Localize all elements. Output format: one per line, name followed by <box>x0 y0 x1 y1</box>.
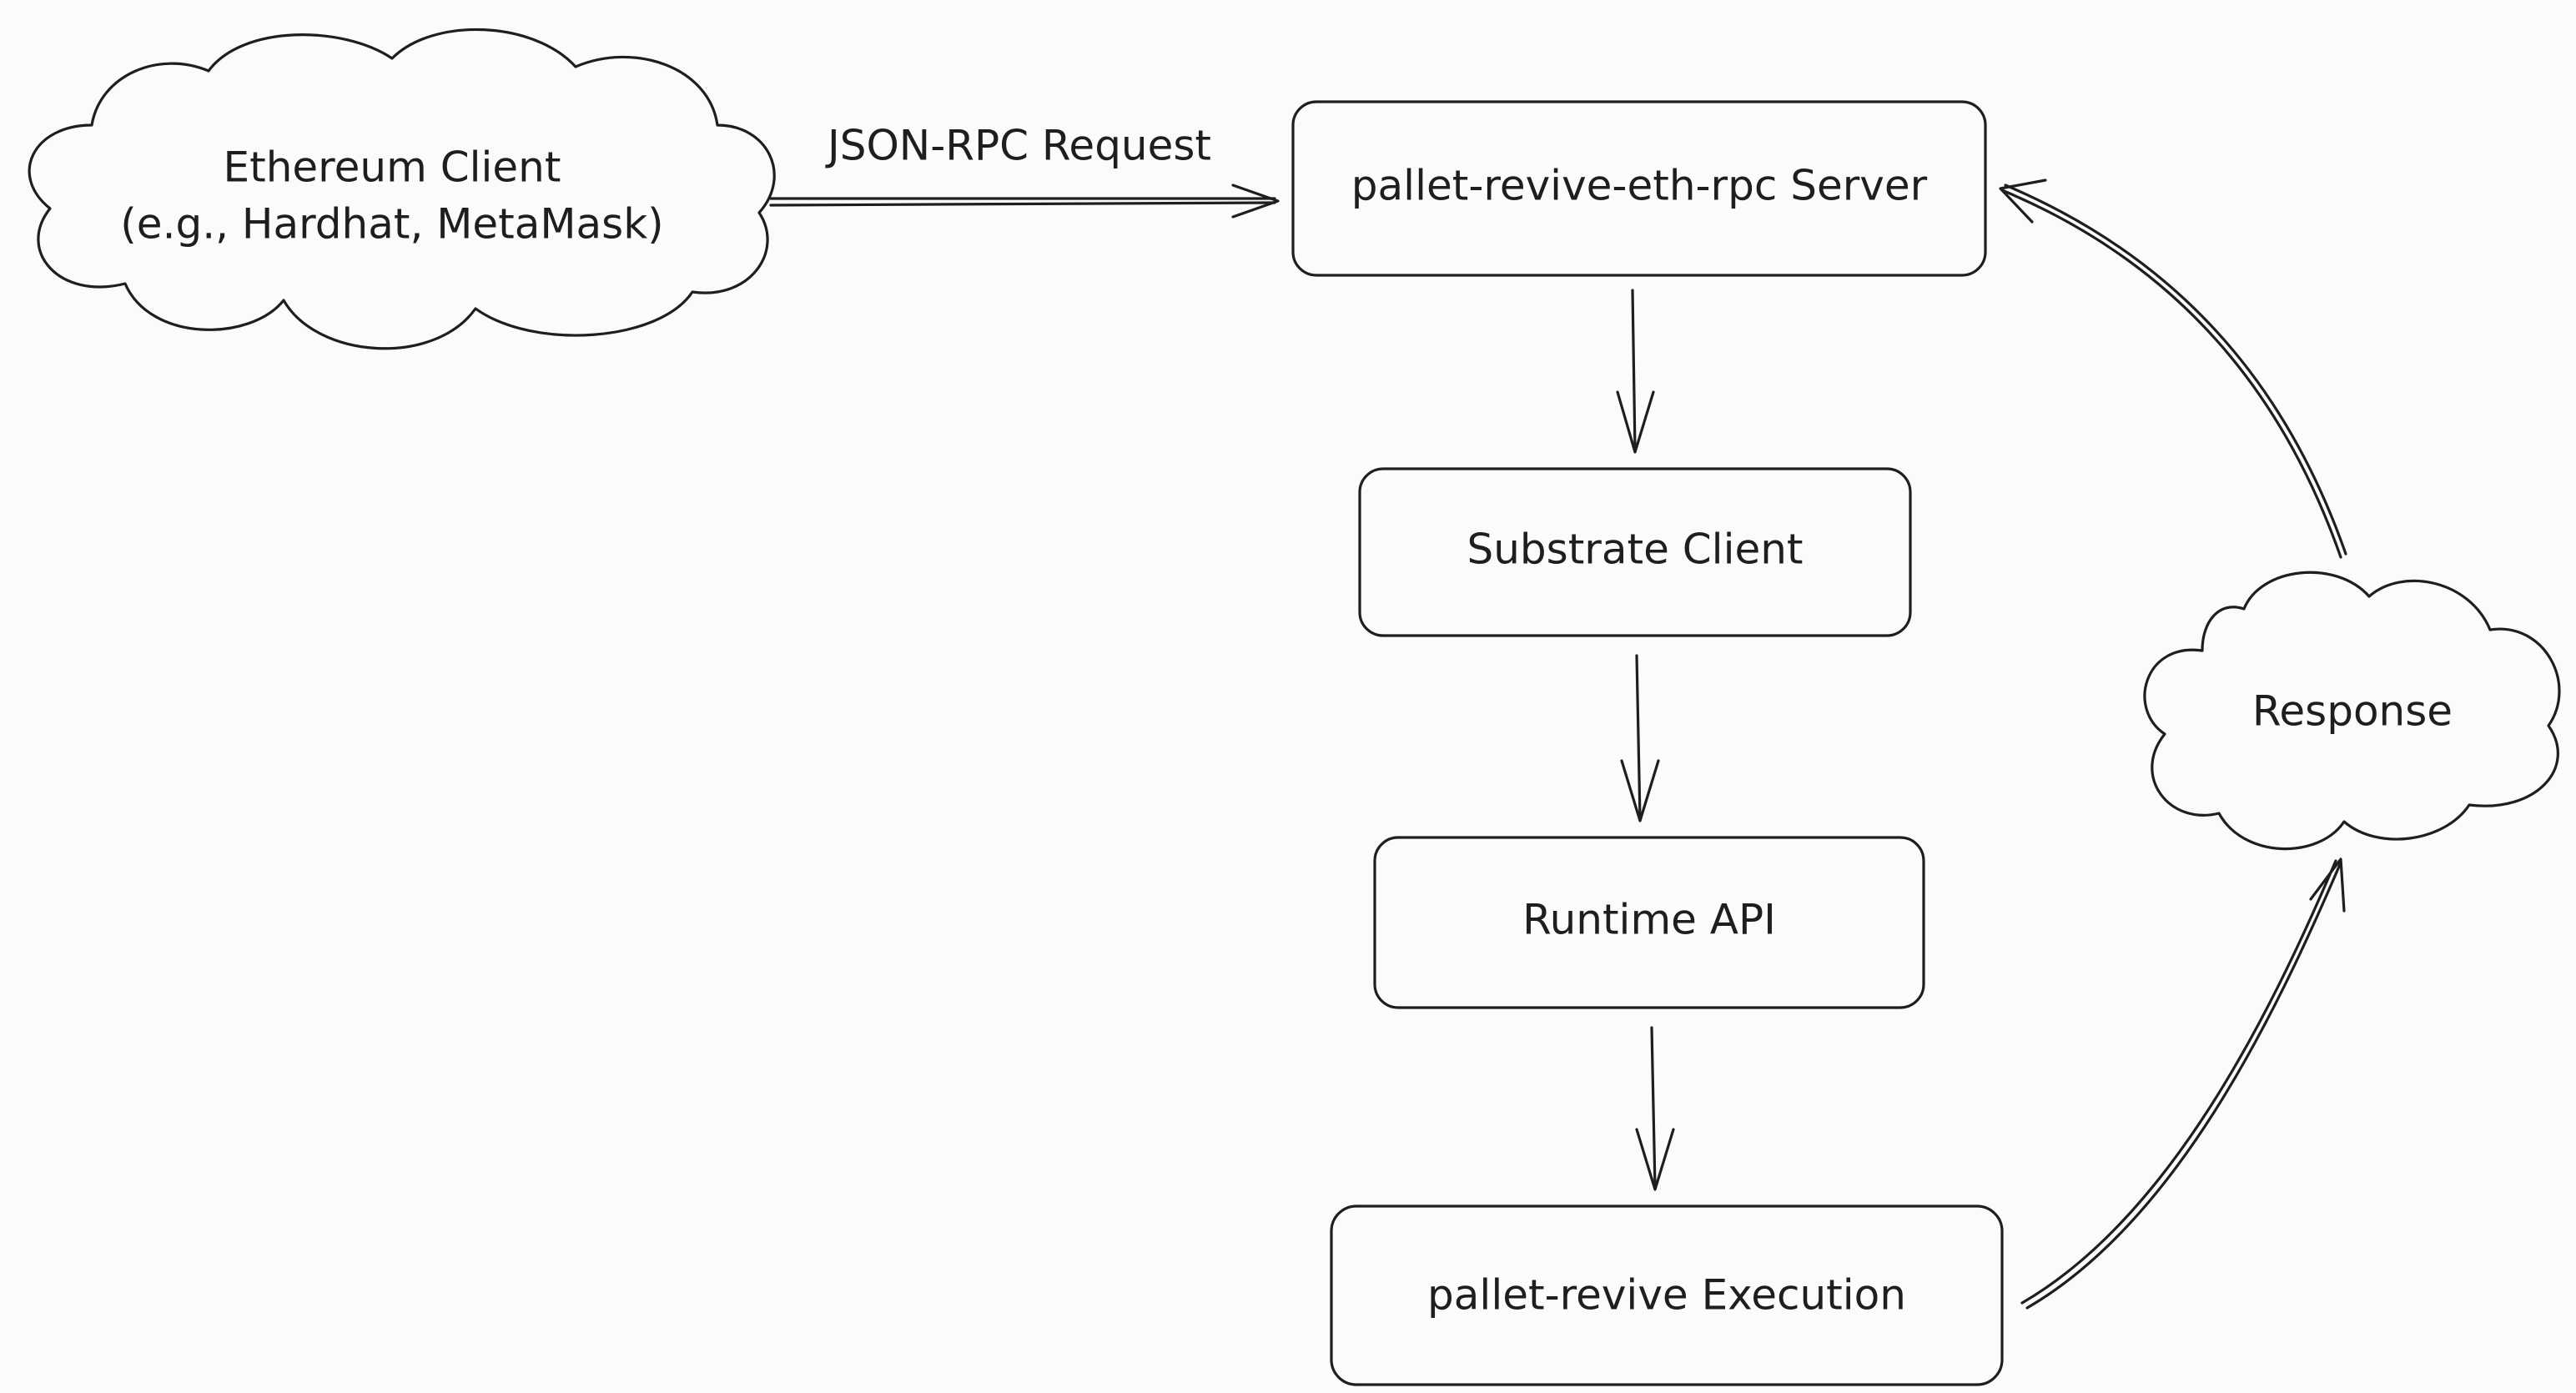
runtime-api-label: Runtime API <box>1522 896 1776 944</box>
execution-node: pallet-revive Execution <box>1330 1204 2004 1386</box>
execution-to-response-curve <box>2020 859 2337 1305</box>
server-to-substrate-edge <box>1616 289 1655 454</box>
rpc-server-label: pallet-revive-eth-rpc Server <box>1351 162 1928 210</box>
runtime-api-box <box>1373 836 1925 1009</box>
response-label: Response <box>2252 687 2453 736</box>
request-arrowhead <box>1231 184 1280 219</box>
runtime-to-execution-line <box>1650 1026 1657 1189</box>
execution-to-response-edge <box>2020 857 2346 1310</box>
response-node: Response <box>2143 571 2561 851</box>
runtime-to-execution-edge <box>1635 1026 1675 1191</box>
response-to-server-arrowhead <box>1999 179 2047 224</box>
substrate-to-runtime-arrowhead <box>1620 759 1660 822</box>
response-to-server-curve <box>2000 189 2342 559</box>
response-to-server-edge <box>1999 179 2347 559</box>
ethereum-client-node: Ethereum Client (e.g., Hardhat, MetaMask… <box>28 28 776 350</box>
substrate-client-box <box>1358 467 1912 637</box>
runtime-api-node: Runtime API <box>1373 836 1925 1009</box>
rpc-server-box <box>1291 100 1987 277</box>
response-to-server-curve-2 <box>2004 184 2347 556</box>
execution-box <box>1330 1204 2004 1386</box>
substrate-client-node: Substrate Client <box>1358 467 1912 637</box>
json-rpc-request-label: JSON-RPC Request <box>825 122 1211 170</box>
request-arrow-line-2 <box>769 201 1276 207</box>
substrate-client-label: Substrate Client <box>1467 526 1803 574</box>
response-cloud-shape <box>2143 571 2561 851</box>
json-rpc-request-edge: JSON-RPC Request <box>769 122 1280 219</box>
substrate-to-runtime-edge <box>1620 654 1660 822</box>
runtime-to-execution-arrowhead <box>1635 1128 1675 1191</box>
server-to-substrate-line <box>1631 289 1637 452</box>
execution-label: pallet-revive Execution <box>1427 1271 1906 1320</box>
ethereum-client-cloud-shape <box>28 28 776 350</box>
rpc-server-node: pallet-revive-eth-rpc Server <box>1291 100 1987 277</box>
server-to-substrate-arrowhead <box>1616 390 1655 454</box>
ethereum-client-label-line1: Ethereum Client <box>224 143 561 192</box>
ethereum-client-label-line2: (e.g., Hardhat, MetaMask) <box>120 200 663 249</box>
substrate-to-runtime-line <box>1635 654 1642 821</box>
execution-to-response-curve-2 <box>2025 861 2342 1310</box>
execution-to-response-arrowhead <box>2309 857 2346 913</box>
